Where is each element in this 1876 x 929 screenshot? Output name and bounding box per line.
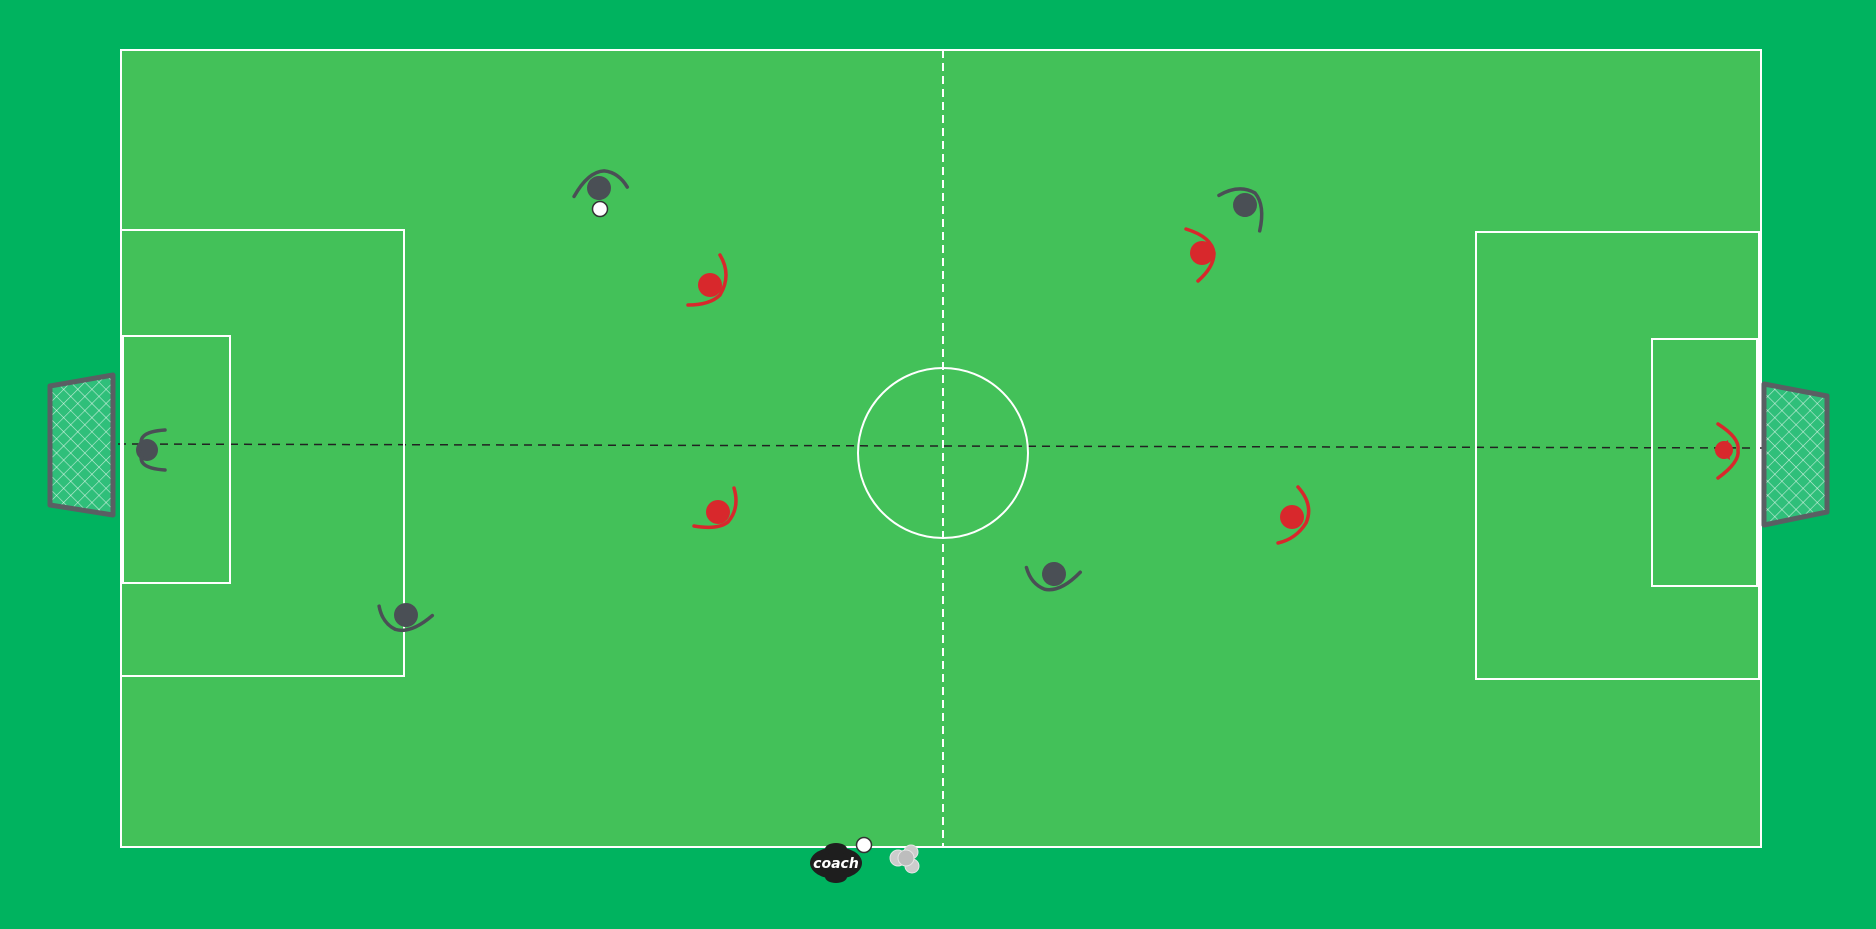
coach-icon: coach [810, 843, 862, 883]
left-goal-area [122, 335, 231, 584]
player-red-icon [686, 253, 728, 307]
goal-net-icon [1761, 381, 1830, 528]
player-red-icon [1276, 485, 1311, 545]
player-dark-icon [136, 428, 167, 472]
goal-net-icon [47, 372, 116, 518]
ball-icon [591, 200, 609, 218]
center-circle [857, 367, 1029, 539]
coach-label: coach [813, 856, 859, 872]
ball-icon [855, 836, 873, 854]
left-penalty-area [120, 229, 405, 677]
player-dark-icon [1217, 187, 1264, 233]
player-red-icon [1714, 422, 1740, 480]
player-red-icon [1184, 227, 1216, 283]
right-penalty-area [1475, 231, 1760, 680]
right-goal-area [1651, 338, 1758, 587]
pitch-surface [120, 49, 1762, 848]
ball-pile-icon [889, 844, 920, 874]
player-dark-icon [572, 169, 630, 200]
player-dark-icon [377, 603, 435, 633]
player-red-icon [692, 486, 738, 530]
player-dark-icon [1024, 562, 1082, 592]
